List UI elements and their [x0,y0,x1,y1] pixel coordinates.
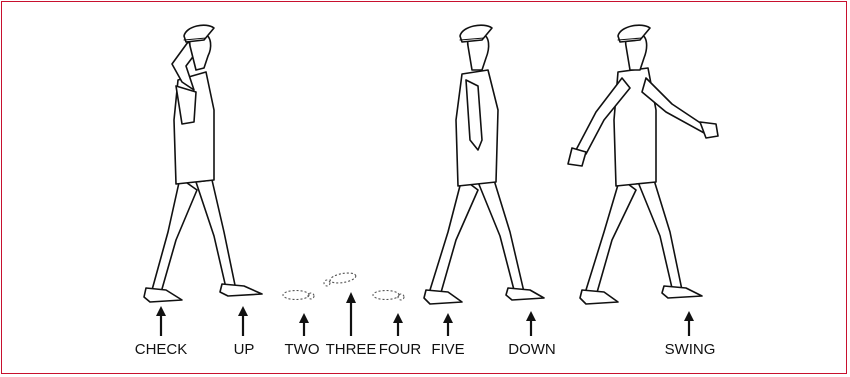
label-two: TWO [284,341,320,358]
arrow-three [346,292,356,336]
footprint-three [323,272,357,287]
label-five: FIVE [431,341,465,358]
label-down: DOWN [508,341,556,358]
label-up: UP [233,341,255,358]
arrow-five [443,313,453,336]
label-swing: SWING [664,341,716,358]
arrow-up [238,306,248,336]
label-check: CHECK [134,341,188,358]
arrow-two [299,313,309,336]
swinging-soldier-figure [567,24,719,305]
walking-soldier-figure [423,24,545,305]
arrow-swing [684,311,694,336]
label-three: THREE [325,341,377,358]
footprint-two [282,289,315,301]
saluting-soldier-figure [143,24,263,303]
arrow-down [526,311,536,336]
label-four: FOUR [378,341,422,358]
arrow-four [393,313,403,336]
footprint-four [372,289,405,301]
arrow-check [156,306,166,336]
